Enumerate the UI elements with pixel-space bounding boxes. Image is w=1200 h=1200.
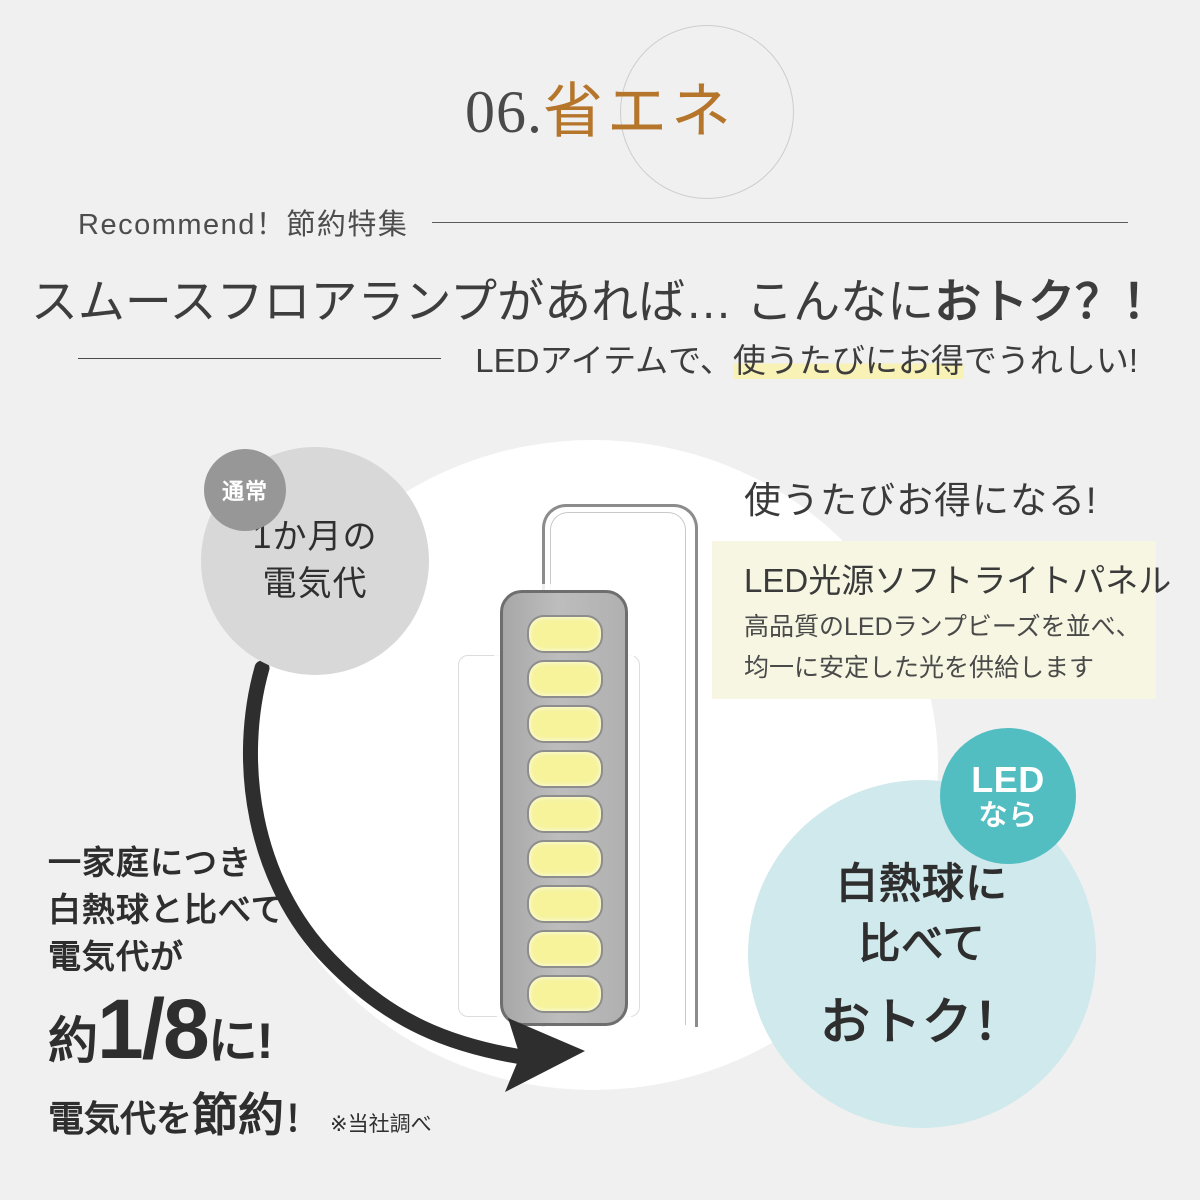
saving-copy: 一家庭につき 白熱球と比べて 電気代が 約1/8に! 電気代を節約！ ※当社調べ bbox=[48, 840, 488, 1145]
headline-lead: スムースフロアランプがあれば… bbox=[30, 275, 733, 328]
led-bead bbox=[527, 840, 603, 878]
led-bead bbox=[527, 660, 603, 698]
saving-ratio: 約1/8に! bbox=[48, 981, 488, 1076]
saving-line2: 白熱球と比べて bbox=[48, 890, 285, 928]
led-bead bbox=[527, 615, 603, 653]
panel-info-desc: 高品質のLEDランプビーズを並べ、 均一に安定した光を供給します bbox=[744, 607, 1141, 688]
recommend-divider bbox=[432, 221, 1128, 223]
section-title-jp: 省エネ bbox=[543, 79, 735, 145]
subheadline: LEDアイテムで、使うたびにお得でうれしい! bbox=[475, 334, 1138, 382]
led-benefit-text: 白熱球に 比べて おトク！ bbox=[748, 780, 1096, 1128]
panel-info-title: LED光源ソフトライトパネル bbox=[744, 562, 1172, 599]
panel-info-desc-line2: 均一に安定した光を供給します bbox=[744, 653, 1095, 682]
led-benefit-line1: 白熱球に bbox=[835, 860, 1008, 908]
recommend-row: Recommend！節約特集 bbox=[78, 200, 1128, 244]
subheadline-before: LEDアイテムで、 bbox=[475, 342, 733, 379]
led-bead bbox=[527, 930, 603, 968]
saving-ratio-suffix: に! bbox=[207, 1012, 274, 1069]
subheadline-row: LEDアイテムで、使うたびにお得でうれしい! bbox=[78, 334, 1138, 382]
saving-line1: 一家庭につき bbox=[48, 844, 252, 881]
decorative-ring bbox=[620, 25, 794, 199]
led-bead bbox=[527, 750, 603, 788]
saving-ratio-fraction: 1/8 bbox=[97, 981, 210, 1076]
headline-strong: おトク？！ bbox=[934, 275, 1170, 328]
headline: スムースフロアランプがあれば…こんなにおトク？！ bbox=[0, 263, 1200, 332]
subheadline-highlight: 使うたびにお得 bbox=[732, 342, 964, 379]
panel-info-desc-line1: 高品質のLEDランプビーズを並べ、 bbox=[744, 613, 1141, 641]
led-benefit-line2: 比べて bbox=[858, 920, 986, 967]
saving-last-mark: ！ bbox=[284, 1097, 321, 1139]
led-bead bbox=[527, 885, 603, 923]
saving-last-prefix: 電気代を bbox=[48, 1097, 193, 1139]
subheadline-divider bbox=[78, 357, 442, 359]
saving-last-line: 電気代を節約！ ※当社調べ bbox=[48, 1079, 488, 1145]
headline-mid: こんなに bbox=[746, 275, 935, 328]
recommend-label: Recommend！節約特集 bbox=[78, 209, 409, 241]
led-bead bbox=[527, 795, 603, 833]
section-number: 06. bbox=[465, 79, 543, 145]
led-bead bbox=[527, 705, 603, 743]
saving-line3: 電気代が bbox=[48, 937, 184, 975]
led-badge-line2: なら bbox=[978, 799, 1038, 832]
led-badge: LED なら bbox=[940, 728, 1076, 864]
led-badge-line1: LED bbox=[971, 758, 1045, 800]
saving-ratio-prefix: 約 bbox=[48, 1012, 98, 1069]
normal-badge: 通常 bbox=[204, 449, 286, 531]
saving-note: ※当社調べ bbox=[330, 1112, 432, 1136]
monthly-cost-line2: 電気代 bbox=[262, 565, 368, 603]
led-bead bbox=[527, 975, 603, 1013]
panel-info-heading: 使うたびお得になる! bbox=[744, 480, 1098, 521]
saving-last-emphasis: 節約 bbox=[192, 1088, 285, 1141]
subheadline-after: でうれしい! bbox=[963, 342, 1138, 379]
monthly-cost-line1: 1か月の bbox=[252, 518, 378, 557]
led-benefit-line3: おトク！ bbox=[820, 993, 1024, 1050]
page-title: 06.省エネ bbox=[0, 82, 1200, 142]
led-bar bbox=[500, 590, 628, 1026]
panel-info-box bbox=[712, 541, 1156, 699]
